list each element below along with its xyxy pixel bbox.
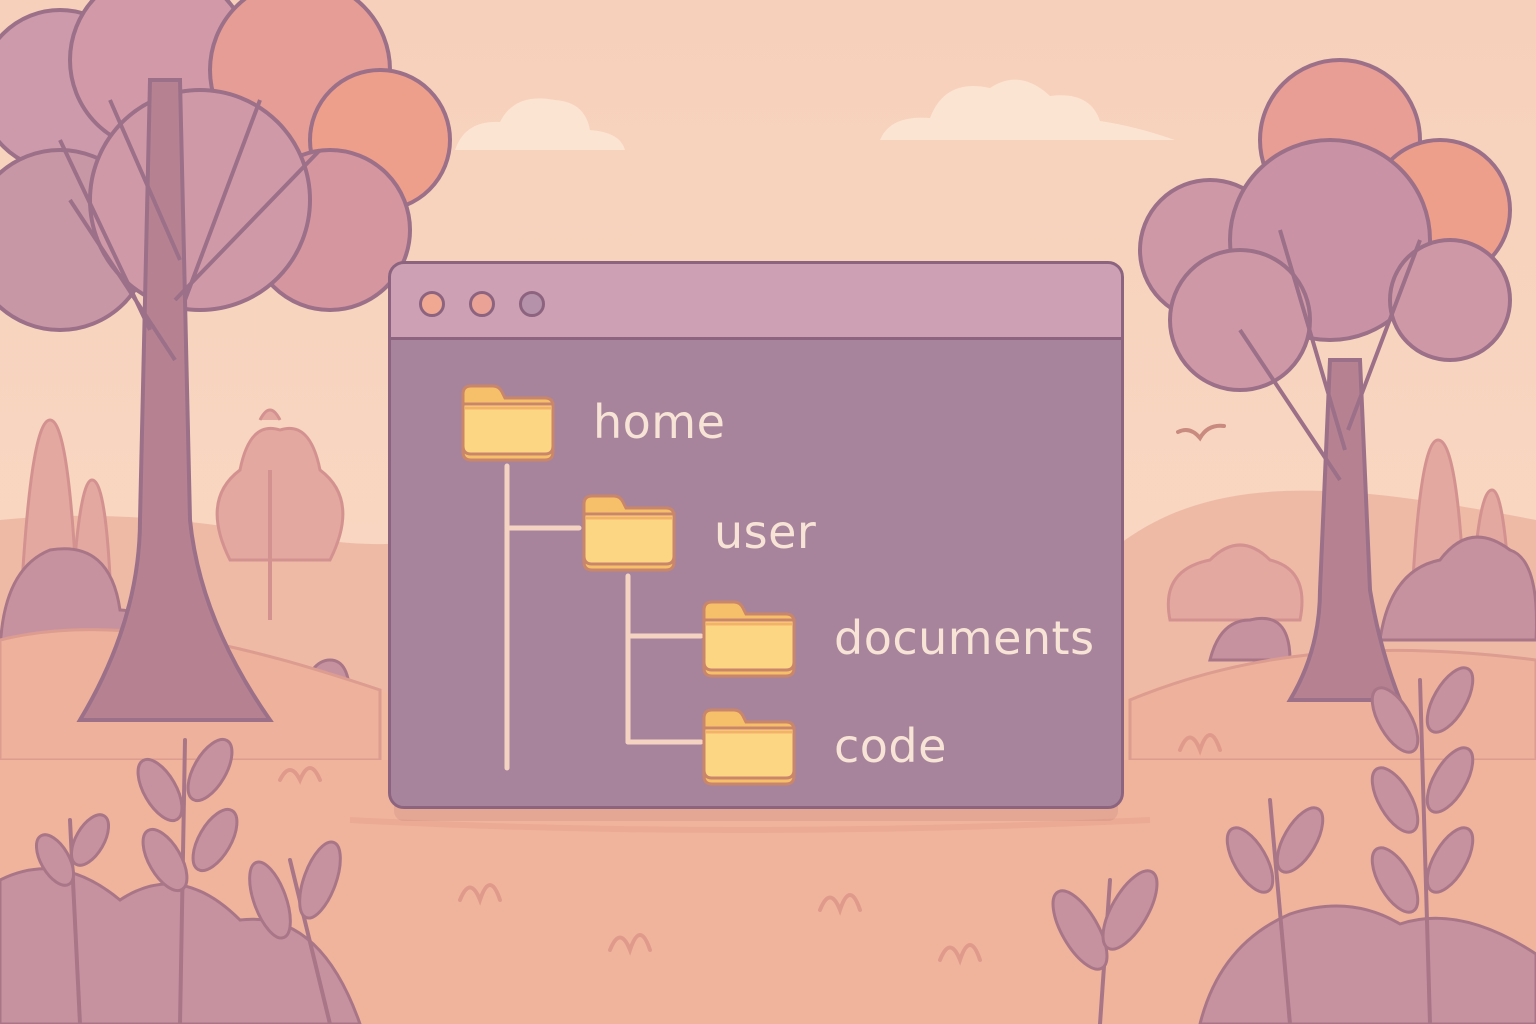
folder-icon	[461, 384, 555, 462]
tree-node-user[interactable]: user	[580, 492, 816, 572]
node-label-user: user	[714, 505, 817, 559]
close-button[interactable]	[419, 291, 445, 317]
folder-tree: home user documents	[391, 340, 1121, 806]
tree-node-code[interactable]: code	[700, 706, 947, 786]
file-browser-window: home user documents	[388, 261, 1124, 809]
maximize-button[interactable]	[519, 291, 545, 317]
bird-icon	[1176, 423, 1226, 442]
tree-left	[0, 0, 452, 722]
tree-connector-lines	[504, 463, 704, 771]
tree-node-home[interactable]: home	[459, 382, 725, 462]
folder-icon	[582, 494, 676, 572]
folder-icon	[702, 708, 796, 786]
title-bar[interactable]	[391, 264, 1121, 340]
node-label-documents: documents	[834, 611, 1095, 665]
node-label-home: home	[593, 395, 726, 449]
tree-right	[1138, 58, 1512, 702]
node-label-code: code	[834, 719, 947, 773]
cloud-icon	[455, 79, 1175, 150]
folder-icon	[702, 600, 796, 678]
tree-node-documents[interactable]: documents	[700, 598, 1095, 678]
minimize-button[interactable]	[469, 291, 495, 317]
